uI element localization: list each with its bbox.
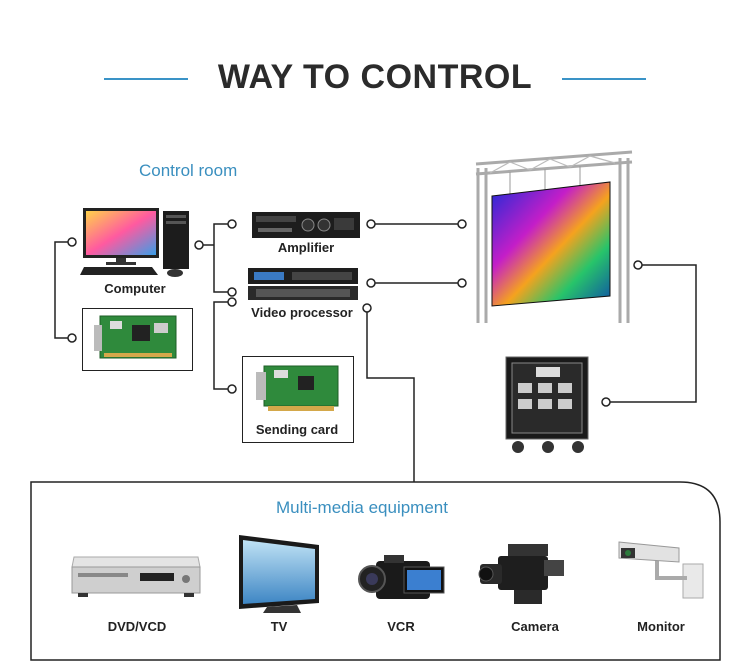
title-rule-right	[562, 78, 646, 80]
amplifier-icon	[252, 212, 360, 238]
tv-icon	[239, 535, 319, 613]
page-title: WAY TO CONTROL	[217, 58, 533, 96]
camera-icon	[478, 544, 564, 604]
computer-icon	[80, 208, 189, 277]
sending-card-label: Sending card	[255, 422, 339, 437]
computer-label: Computer	[104, 281, 166, 296]
wire-computer-card	[54, 241, 72, 339]
monitor-camera-icon	[618, 541, 704, 599]
vcr-icon	[358, 555, 445, 599]
video-processor-icon	[248, 268, 358, 300]
control-cabinet-icon	[505, 356, 589, 453]
device-label-monitor: Monitor	[637, 619, 685, 634]
device-label-dvd: DVD/VCD	[107, 619, 167, 634]
device-label-tv: TV	[270, 619, 288, 634]
led-screen-icon	[475, 150, 633, 323]
device-label-camera: Camera	[511, 619, 559, 634]
amplifier-label: Amplifier	[277, 240, 335, 255]
sending-card-icon	[256, 365, 339, 411]
control-room-heading: Control room	[139, 161, 238, 180]
device-label-vcr: VCR	[387, 619, 415, 634]
dvd-player-icon	[71, 556, 201, 597]
receiving-card-icon	[94, 315, 177, 359]
title-rule-left	[104, 78, 188, 80]
video-processor-label: Video processor	[251, 305, 353, 320]
multimedia-heading: Multi-media equipment	[276, 498, 448, 517]
